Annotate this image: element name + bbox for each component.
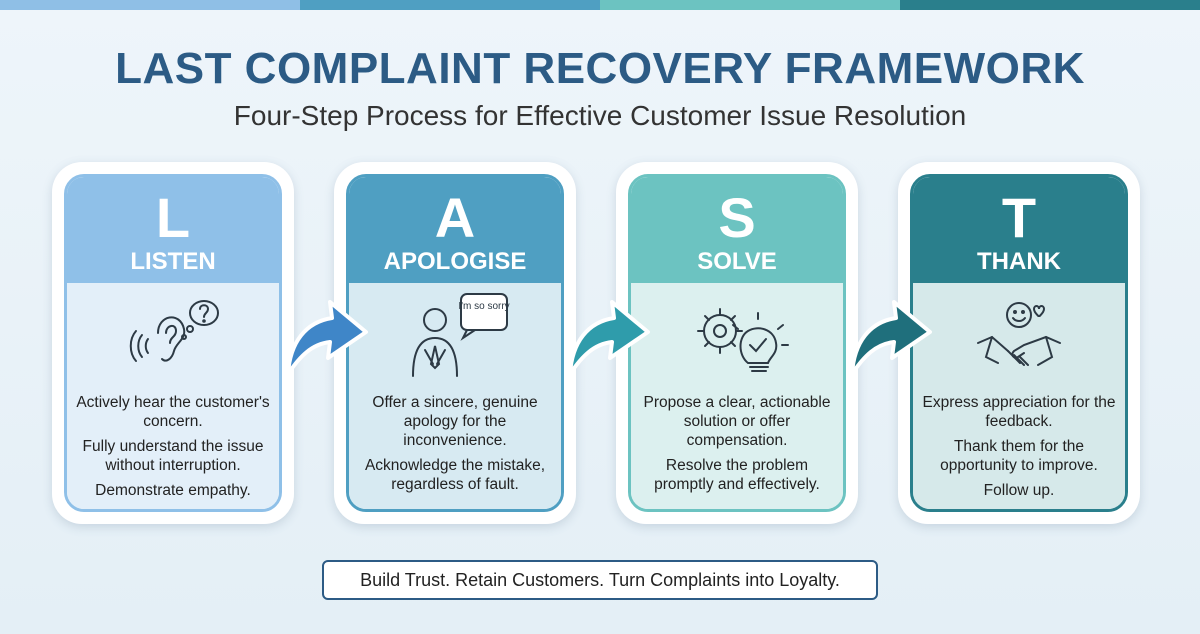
arrow-icon xyxy=(850,300,932,376)
step-header: T THANK xyxy=(913,177,1125,283)
step-body: Propose a clear, actionable solution or … xyxy=(631,283,843,509)
step-line: Thank them for the opportunity to improv… xyxy=(940,438,1098,474)
step-line: Follow up. xyxy=(983,482,1055,499)
step-body: Actively hear the customer's concern. Fu… xyxy=(67,283,279,509)
step-letter: A xyxy=(434,186,476,249)
top-bar-segment-3 xyxy=(600,0,900,10)
step-card-apologise: A APOLOGISE I'm so sorry Offer a sincere… xyxy=(334,162,576,524)
step-description: Propose a clear, actionable solution or … xyxy=(631,393,843,494)
step-header: A APOLOGISE xyxy=(349,177,561,283)
step-card-inner: T THANK Express appreciation for the fee… xyxy=(910,174,1128,512)
step-word: LISTEN xyxy=(130,248,216,275)
top-bar-segment-2 xyxy=(300,0,600,10)
ear-question-icon xyxy=(67,283,279,393)
step-card-solve: S SOLVE Propose a clear, actionable solu… xyxy=(616,162,858,524)
step-line: Resolve the problem promptly and effecti… xyxy=(654,457,820,493)
top-bar-segment-4 xyxy=(900,0,1200,10)
step-card-inner: L LISTEN Actively hear the xyxy=(64,174,282,512)
step-body: Express appreciation for the feedback. T… xyxy=(913,283,1125,509)
step-word: APOLOGISE xyxy=(383,248,527,275)
footer-tagline: Build Trust. Retain Customers. Turn Comp… xyxy=(322,560,878,600)
top-bar-segment-1 xyxy=(0,0,300,10)
step-description: Express appreciation for the feedback. T… xyxy=(913,393,1125,500)
step-description: Actively hear the customer's concern. Fu… xyxy=(67,393,279,500)
step-line: Offer a sincere, genuine apology for the… xyxy=(372,394,538,449)
step-line: Demonstrate empathy. xyxy=(95,482,251,499)
step-body: I'm so sorry Offer a sincere, genuine ap… xyxy=(349,283,561,509)
step-card-listen: L LISTEN Actively hear the xyxy=(52,162,294,524)
step-description: Offer a sincere, genuine apology for the… xyxy=(349,393,561,494)
step-line: Acknowledge the mistake, regardless of f… xyxy=(364,457,546,493)
step-line: Propose a clear, actionable solution or … xyxy=(643,394,831,449)
arrow-icon xyxy=(568,300,650,376)
arrow-icon xyxy=(286,300,368,376)
page-subtitle: Four-Step Process for Effective Customer… xyxy=(233,100,967,131)
step-card-thank: T THANK Express appreciation for the fee… xyxy=(898,162,1140,524)
gear-lightbulb-icon xyxy=(631,283,843,393)
step-word: SOLVE xyxy=(697,248,777,275)
apologising-person-icon: I'm so sorry xyxy=(349,283,561,393)
step-line: Express appreciation for the feedback. xyxy=(922,394,1116,430)
step-line: Fully understand the issue without inter… xyxy=(82,438,264,474)
step-line: Actively hear the customer's concern. xyxy=(76,394,270,430)
step-card-inner: A APOLOGISE I'm so sorry Offer a sincere… xyxy=(346,174,564,512)
page-title: LAST COMPLAINT RECOVERY FRAMEWORK xyxy=(115,44,1085,93)
step-letter: L xyxy=(155,186,191,249)
top-color-bar xyxy=(0,0,1200,10)
speech-bubble-text: I'm so sorry xyxy=(458,301,509,312)
step-header: L LISTEN xyxy=(67,177,279,283)
handshake-heart-icon xyxy=(913,283,1125,393)
step-word: THANK xyxy=(977,248,1061,275)
step-card-inner: S SOLVE Propose a clear, actionable solu… xyxy=(628,174,846,512)
step-header: S SOLVE xyxy=(631,177,843,283)
step-letter: T xyxy=(1001,186,1037,249)
step-letter: S xyxy=(718,186,756,249)
